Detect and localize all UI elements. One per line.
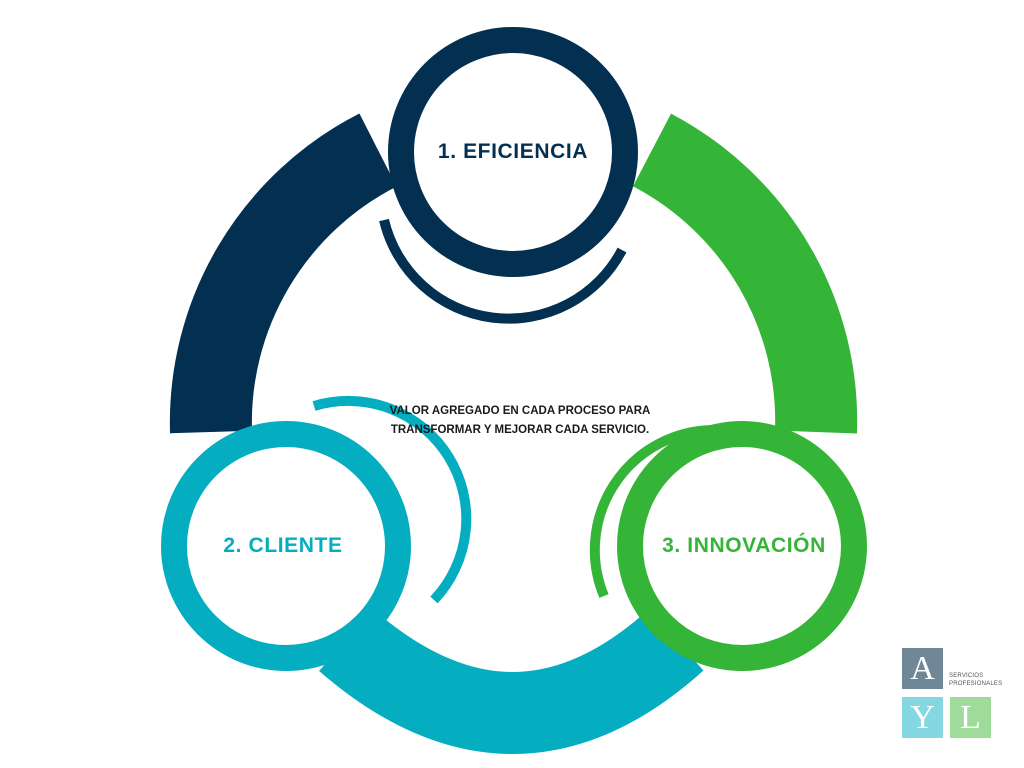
node-circle-eficiencia	[388, 27, 638, 277]
center-caption-line2: TRANSFORMAR Y MEJORAR CADA SERVICIO.	[390, 424, 650, 436]
arc-accent-cliente	[312, 395, 472, 604]
arc-accent-eficiencia	[379, 218, 627, 324]
center-caption-line1: VALOR AGREGADO EN CADA PROCESO PARA	[389, 405, 651, 417]
node-circle-cliente	[161, 421, 411, 671]
logo-tagline-line2: PROFESIONALES	[949, 681, 1003, 687]
ayl-logo: A SERVICIOS PROFESIONALES Y L	[902, 648, 1002, 740]
node-label-cliente: 2. CLIENTE	[223, 534, 342, 557]
center-caption: VALOR AGREGADO EN CADA PROCESO PARA TRAN…	[380, 402, 660, 440]
node-circle-innovacion	[617, 421, 867, 671]
ring-segment-cliente	[319, 608, 704, 754]
ring-segment-innovacion	[632, 113, 858, 434]
logo-tagline-line1: SERVICIOS	[949, 673, 984, 679]
logo-tile-a: A	[902, 648, 943, 689]
node-label-innovacion: 3. INNOVACIÓN	[662, 533, 826, 557]
logo-tagline: SERVICIOS PROFESIONALES	[949, 672, 1002, 688]
ring-segment-eficiencia	[169, 113, 398, 434]
node-label-eficiencia: 1. EFICIENCIA	[438, 140, 588, 163]
arc-accent-innovacion	[589, 425, 713, 598]
logo-tile-l: L	[950, 697, 991, 738]
logo-tile-y: Y	[902, 697, 943, 738]
